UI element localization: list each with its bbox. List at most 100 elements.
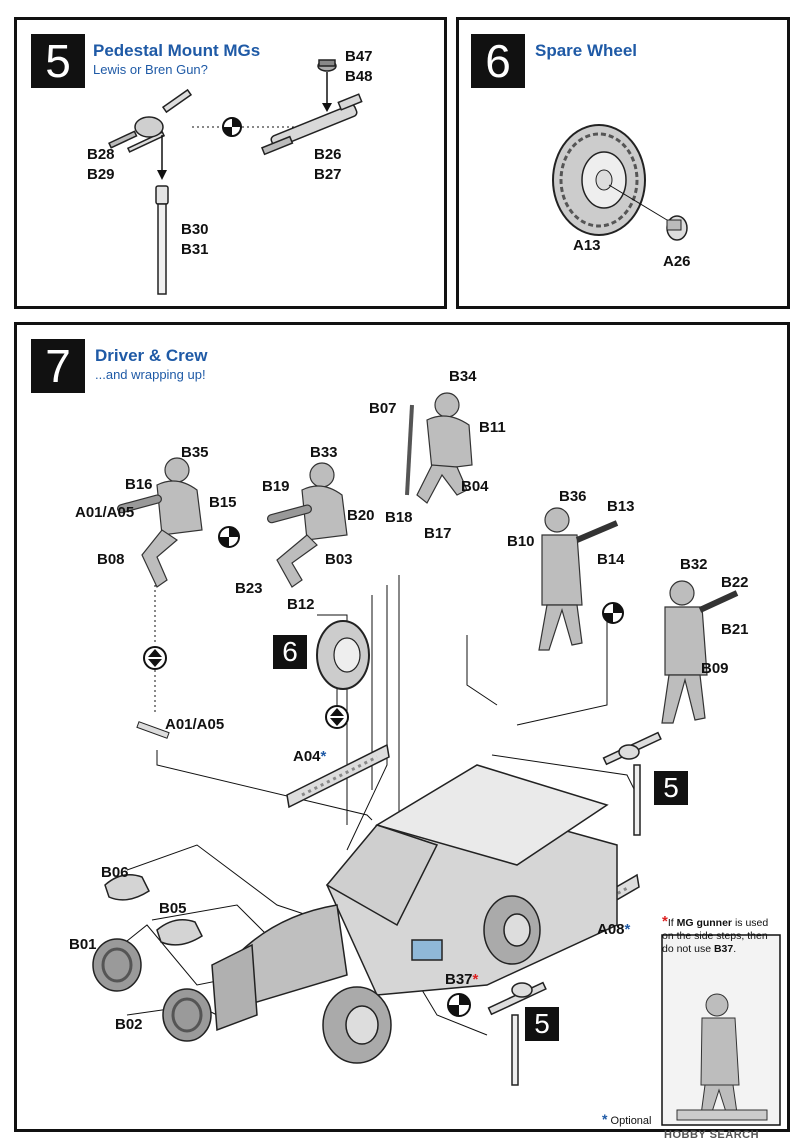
part-label-b22: B22 — [721, 574, 749, 591]
step-5-subtitle: Lewis or Bren Gun? — [93, 62, 208, 77]
fender-b05-drawing — [156, 919, 203, 946]
part-label-a08-text: A08 — [597, 921, 625, 938]
attach-symbol-crew-2 — [602, 602, 624, 624]
fender-b06-drawing — [104, 874, 150, 901]
note-middle: is used on the side steps, then do not u… — [662, 917, 769, 955]
step-5-panel: 5 Pedestal Mount MGs Lewis or Bren Gun? — [14, 17, 447, 309]
mini-badge-step-5-bottom: 5 — [525, 1007, 559, 1041]
part-label-a26: A26 — [663, 253, 691, 270]
spare-wheel-drawing — [552, 124, 646, 236]
part-label-b31: B31 — [181, 241, 209, 258]
part-label-a04-text: A04 — [293, 748, 321, 765]
mini-badge-step-5-top: 5 — [654, 771, 688, 805]
attach-symbol-spare-wheel — [325, 705, 349, 729]
part-label-b28: B28 — [87, 146, 115, 163]
mg-mount-top-drawing — [602, 731, 662, 836]
part-label-b37-text: B37 — [445, 971, 473, 988]
mini-badge-step-6: 6 — [273, 635, 307, 669]
tire-b02-drawing — [162, 988, 212, 1042]
part-label-a01a05-top: A01/A05 — [75, 504, 135, 521]
step-7-badge: 7 — [31, 339, 85, 393]
step-6-panel: 6 Spare Wheel A13 A26 — [456, 17, 790, 309]
part-label-a04: A04* — [293, 747, 326, 766]
part-label-b35: B35 — [181, 444, 209, 461]
note-end: . — [733, 943, 737, 955]
part-label-b30: B30 — [181, 221, 209, 238]
optional-marker-a08: * — [624, 921, 631, 938]
part-label-b34: B34 — [449, 368, 477, 385]
part-label-b17: B17 — [424, 525, 452, 542]
optional-marker-a04: * — [320, 748, 327, 765]
optional-legend: * Optional — [602, 1111, 652, 1127]
part-label-b36: B36 — [559, 488, 587, 505]
attach-symbol — [222, 117, 242, 137]
part-label-b32: B32 — [680, 556, 708, 573]
note-part: B37 — [713, 943, 734, 955]
tire-b01-drawing — [92, 938, 142, 992]
part-label-b13: B13 — [607, 498, 635, 515]
wheel-cap-drawing — [666, 215, 688, 241]
part-label-b23: B23 — [235, 580, 263, 597]
part-label-b06: B06 — [101, 864, 129, 881]
part-label-b48: B48 — [345, 68, 373, 85]
part-label-b03: B03 — [325, 551, 353, 568]
part-label-b02: B02 — [115, 1016, 143, 1033]
step-5-diagram — [108, 59, 363, 295]
part-label-b11: B11 — [479, 419, 506, 436]
optional-legend-marker: * — [602, 1111, 608, 1127]
pedestal-post-drawing — [155, 185, 169, 295]
part-label-b37: B37* — [445, 970, 478, 989]
mg-mount-bottom-drawing — [487, 981, 547, 1086]
step-6-diagram — [552, 124, 688, 241]
part-label-b05: B05 — [159, 900, 187, 917]
spare-wheel-small-drawing — [316, 620, 370, 690]
part-label-b29: B29 — [87, 166, 115, 183]
part-label-b07: B07 — [369, 400, 397, 417]
part-label-b27: B27 — [314, 166, 342, 183]
part-label-b33: B33 — [310, 444, 338, 461]
step-7-diagram — [92, 392, 781, 1126]
note-marker: * — [662, 913, 668, 930]
crew-figure-co-driver — [267, 462, 348, 588]
part-label-b10: B10 — [507, 533, 535, 550]
attach-symbol-driver-seat — [143, 646, 167, 670]
attach-symbol-crew-1 — [218, 526, 240, 548]
part-label-a01a05-bottom: A01/A05 — [165, 716, 225, 733]
part-label-b04: B04 — [461, 478, 489, 495]
part-label-b01: B01 — [69, 936, 97, 953]
note-marker-b37: * — [472, 971, 479, 988]
part-label-b16: B16 — [125, 476, 153, 493]
step-6-title: Spare Wheel — [535, 41, 638, 60]
step-5-badge: 5 — [31, 34, 85, 88]
part-label-b14: B14 — [597, 551, 625, 568]
part-label-b26: B26 — [314, 146, 342, 163]
part-label-b18: B18 — [385, 509, 413, 526]
part-label-b09: B09 — [701, 660, 729, 677]
crew-figure-standing-1 — [538, 507, 619, 651]
part-label-b21: B21 — [721, 621, 749, 638]
part-label-b12: B12 — [287, 596, 315, 613]
step-7-subtitle: ...and wrapping up! — [95, 367, 206, 382]
vehicle-drawing — [211, 764, 618, 1064]
crew-figure-standing-2 — [661, 580, 739, 724]
part-label-a13: A13 — [573, 237, 601, 254]
step-5-title: Pedestal Mount MGs — [93, 41, 261, 60]
side-step-a04-drawing — [286, 743, 390, 809]
part-label-a08: A08* — [597, 920, 630, 939]
crew-figure-seated-rifleman — [405, 392, 473, 504]
step-7-title: Driver & Crew — [95, 346, 208, 365]
attach-symbol-mg-bottom — [447, 993, 471, 1017]
part-label-b47: B47 — [345, 48, 373, 65]
pedestal-mount-drawing — [108, 88, 193, 153]
part-label-b15: B15 — [209, 494, 237, 511]
seat-part-drawing — [136, 721, 170, 739]
optional-legend-label: Optional — [610, 1115, 652, 1127]
note-prefix: If — [667, 917, 677, 929]
machine-gun-drawing — [260, 59, 363, 156]
watermark: HOBBY SEARCH — [664, 1129, 760, 1141]
inset-frame — [661, 934, 781, 1126]
part-label-b20: B20 — [347, 507, 375, 524]
step-7-panel: 7 Driver & Crew ...and wrapping up! — [14, 322, 790, 1132]
step-6-badge: 6 — [471, 34, 525, 88]
crew-figure-driver — [117, 457, 203, 588]
